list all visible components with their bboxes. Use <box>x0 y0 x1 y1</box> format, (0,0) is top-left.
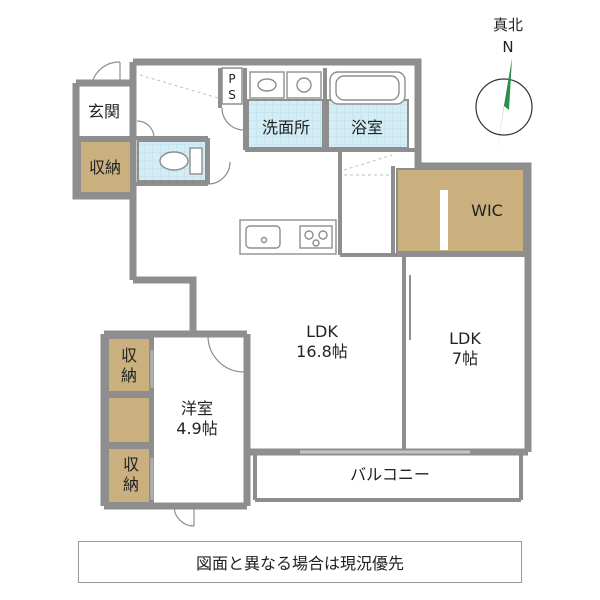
bedroom-storage-bottom <box>107 447 151 504</box>
compass: 真北 N <box>475 16 533 150</box>
compass-letter: N <box>502 38 513 56</box>
label-genkan: 玄関 <box>88 102 120 121</box>
label-yoshitsu-name: 洋室 <box>181 399 213 418</box>
bedroom-storage-top <box>107 337 151 393</box>
fixtures <box>159 71 406 255</box>
entry-storage <box>79 140 132 194</box>
label-wic: WIC <box>471 201 503 220</box>
label-storage-bottom-1: 収 <box>123 455 139 474</box>
label-balcony: バルコニー <box>350 465 430 484</box>
bathroom <box>327 99 409 149</box>
label-entry-storage: 収納 <box>89 158 121 177</box>
wic-storage <box>396 168 525 253</box>
label-storage-bottom-2: 納 <box>123 475 139 494</box>
room-labels: 玄関 収納 P S 洗面所 浴室 WIC LDK 16.8帖 LDK 7帖 洋室… <box>88 72 503 494</box>
compass-ring <box>475 78 533 136</box>
doors <box>91 61 470 527</box>
disclaimer-text: 図面と異なる場合は現況優先 <box>195 554 404 573</box>
label-ldk-side-name: LDK <box>449 329 481 348</box>
compass-label: 真北 <box>493 16 523 34</box>
label-ldk-main-size: 16.8帖 <box>296 342 348 361</box>
label-storage-top-1: 収 <box>121 346 137 365</box>
label-ldk-main-name: LDK <box>306 322 338 341</box>
disclaimer-note: 図面と異なる場合は現況優先 <box>78 541 522 583</box>
label-ps-p: P <box>228 72 235 86</box>
storage-fills <box>79 140 525 504</box>
walls <box>72 58 532 510</box>
step-lines <box>139 74 393 176</box>
label-yoshitsu-size: 4.9帖 <box>176 419 217 438</box>
toilet-tank <box>189 147 203 175</box>
inner-walls <box>76 68 528 506</box>
label-ps-s: S <box>228 88 236 102</box>
pipe-space <box>221 67 243 105</box>
wic-opening <box>440 190 448 250</box>
label-ldk-side-size: 7帖 <box>452 349 478 368</box>
washroom <box>247 99 324 149</box>
bedroom-storage-mid <box>107 396 151 444</box>
label-storage-top-2: 納 <box>121 366 137 385</box>
toilet-bowl <box>159 151 189 171</box>
label-yokushitsu: 浴室 <box>351 118 383 137</box>
label-senmenjo: 洗面所 <box>262 118 310 137</box>
vanity <box>249 71 285 99</box>
